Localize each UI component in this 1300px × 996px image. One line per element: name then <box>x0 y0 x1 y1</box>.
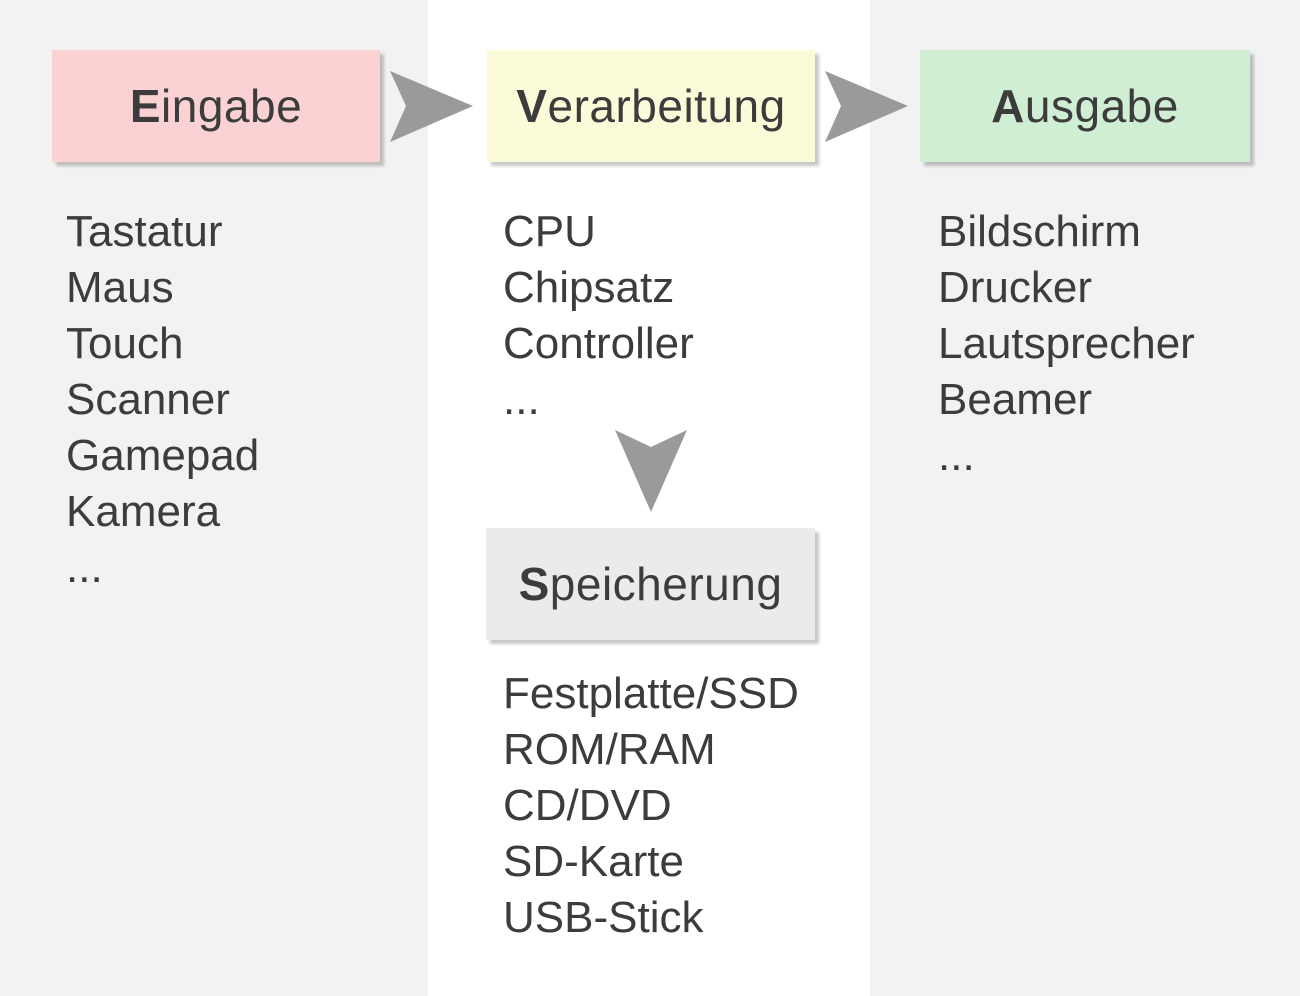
list-item: ... <box>938 431 975 480</box>
list-item: CPU <box>503 207 596 256</box>
ausgabe-item-list: Bildschirm Drucker Lautsprecher Beamer .… <box>938 204 1195 484</box>
node-speicherung-title-rest: peicherung <box>549 558 783 610</box>
node-verarbeitung: Verarbeitung <box>487 50 815 162</box>
list-item: SD-Karte <box>503 837 684 886</box>
node-verarbeitung-title-initial: V <box>516 80 548 132</box>
node-ausgabe-title-initial: A <box>991 80 1025 132</box>
node-ausgabe: Ausgabe <box>920 50 1250 162</box>
arrow-right-icon <box>825 71 908 142</box>
list-item: ... <box>503 375 540 424</box>
list-item: USB-Stick <box>503 893 704 942</box>
node-ausgabe-title: Ausgabe <box>991 79 1179 133</box>
node-ausgabe-title-rest: usgabe <box>1024 80 1179 132</box>
list-item: CD/DVD <box>503 781 672 830</box>
arrow-down-icon <box>615 430 687 512</box>
arrow-down-icon-shape <box>615 430 687 512</box>
list-item: Maus <box>66 263 174 312</box>
node-speicherung-title-initial: S <box>518 558 550 610</box>
speicherung-item-list: Festplatte/SSD ROM/RAM CD/DVD SD-Karte U… <box>503 666 799 946</box>
list-item: Chipsatz <box>503 263 675 312</box>
list-item: Festplatte/SSD <box>503 669 799 718</box>
node-eingabe: Eingabe <box>52 50 380 162</box>
list-item: Beamer <box>938 375 1093 424</box>
list-item: ROM/RAM <box>503 725 716 774</box>
list-item: Controller <box>503 319 694 368</box>
eingabe-item-list: Tastatur Maus Touch Scanner Gamepad Kame… <box>66 204 259 596</box>
list-item: Drucker <box>938 263 1093 312</box>
list-item: Tastatur <box>66 207 223 256</box>
node-eingabe-title-rest: ingabe <box>161 80 303 132</box>
node-speicherung: Speicherung <box>486 528 815 640</box>
list-item: Touch <box>66 319 184 368</box>
node-eingabe-title: Eingabe <box>130 79 302 133</box>
arrow-right-icon-shape <box>825 71 908 142</box>
list-item: Bildschirm <box>938 207 1141 256</box>
arrow-right-icon-shape <box>390 71 473 142</box>
list-item: ... <box>66 543 103 592</box>
list-item: Kamera <box>66 487 221 536</box>
list-item: Gamepad <box>66 431 260 480</box>
list-item: Scanner <box>66 375 230 424</box>
node-speicherung-title: Speicherung <box>519 557 783 611</box>
arrow-right-icon <box>390 71 473 142</box>
node-verarbeitung-title-rest: erarbeitung <box>547 80 786 132</box>
node-eingabe-title-initial: E <box>129 80 162 132</box>
verarbeitung-item-list: CPU Chipsatz Controller ... <box>503 204 694 428</box>
node-verarbeitung-title: Verarbeitung <box>516 79 785 133</box>
list-item: Lautsprecher <box>938 319 1195 368</box>
